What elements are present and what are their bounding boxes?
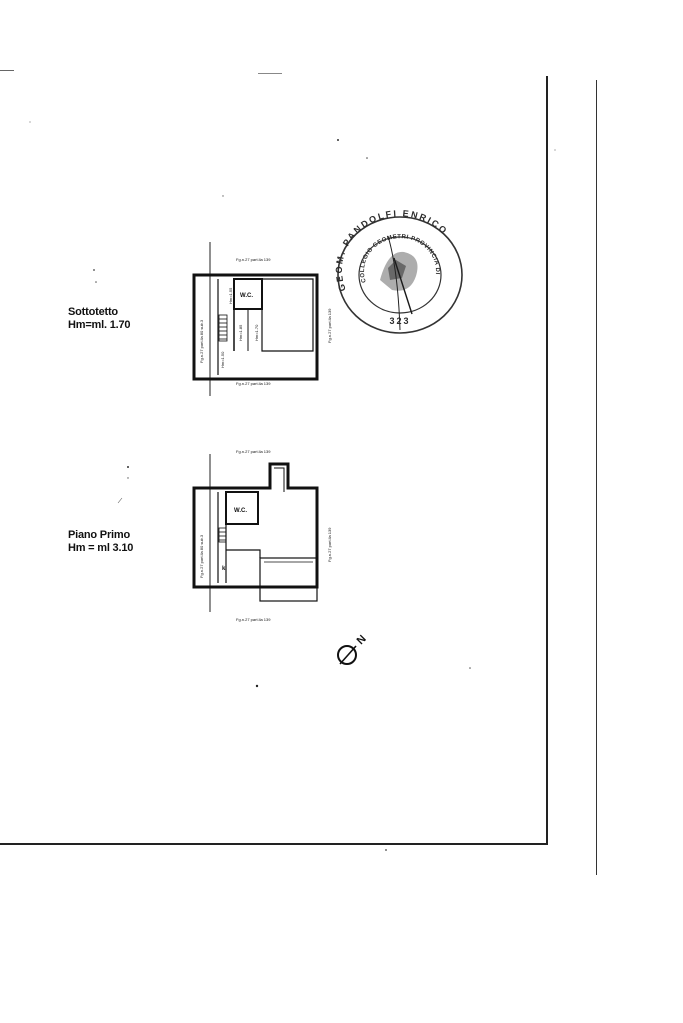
boundary-label-north: Fg.n.27 part.lla 139	[236, 257, 271, 262]
boundary-label-east: Fg.n.27 part.lla 139	[327, 308, 332, 343]
level-height: Hm = ml 3.10	[68, 542, 134, 554]
boundary-label-east: Fg.n.27 part.lla 139	[327, 527, 332, 562]
stamp-number: 323	[389, 316, 410, 326]
frame-horizontal-line-bottom	[0, 843, 548, 845]
level-name: Piano Primo	[68, 529, 130, 541]
staircase	[218, 527, 227, 543]
room-label-kitchen: k	[222, 566, 226, 572]
margin-vertical-line	[596, 80, 597, 875]
boundary-label-west: Fg.n.27 part.lla 80 sub.3	[199, 319, 204, 363]
height-label: Hm=1.55	[228, 287, 233, 304]
height-label: Hm=1.85	[238, 324, 243, 341]
room-label-wc: W.C.	[240, 293, 253, 299]
north-arrow-letter: N	[355, 633, 369, 647]
inner-wall	[274, 467, 285, 492]
room-label-wc: W.C.	[234, 508, 247, 514]
top-scan-mark	[258, 73, 282, 74]
surveyor-stamp-seal: GEOM. PANDOLFI ENRICO COLLEGIO GEOMETRI …	[334, 210, 463, 334]
level-label-sottotetto: Sottotetto Hm=ml. 1.70	[68, 306, 131, 332]
level-height: Hm=ml. 1.70	[68, 319, 131, 331]
height-label: Hm=1.50	[220, 351, 225, 368]
frame-vertical-line-right	[546, 76, 548, 844]
level-name: Sottotetto	[68, 306, 118, 318]
height-label: Hm=1.70	[254, 324, 259, 341]
boundary-label-west: Fg.n.27 part.lla 80 sub.3	[199, 534, 204, 578]
outer-walls	[192, 462, 319, 589]
boundary-label-south: Fg.n.27 part.lla 139	[236, 381, 271, 386]
frame-top-fragment	[0, 70, 14, 71]
boundary-label-north: Fg.n.27 part.lla 139	[236, 449, 271, 454]
level-label-piano-primo: Piano Primo Hm = ml 3.10	[68, 529, 133, 555]
roof-void-outline	[261, 278, 314, 352]
floorplan-piano-primo: W.C. k Fg.n.27 part.lla 139 Fg.n.27 part…	[192, 449, 332, 622]
outer-walls	[192, 273, 319, 381]
floorplan-sottotetto: W.C. Hm=1.55 Hm=1.85 Hm=1.70 Hm=1.50 Fg.…	[192, 242, 332, 396]
wc-room	[225, 491, 259, 525]
north-arrow-icon: N	[337, 633, 369, 665]
boundary-label-south: Fg.n.27 part.lla 139	[236, 617, 271, 622]
staircase	[218, 314, 228, 342]
kitchen-wall	[225, 524, 261, 583]
balcony	[259, 557, 318, 602]
